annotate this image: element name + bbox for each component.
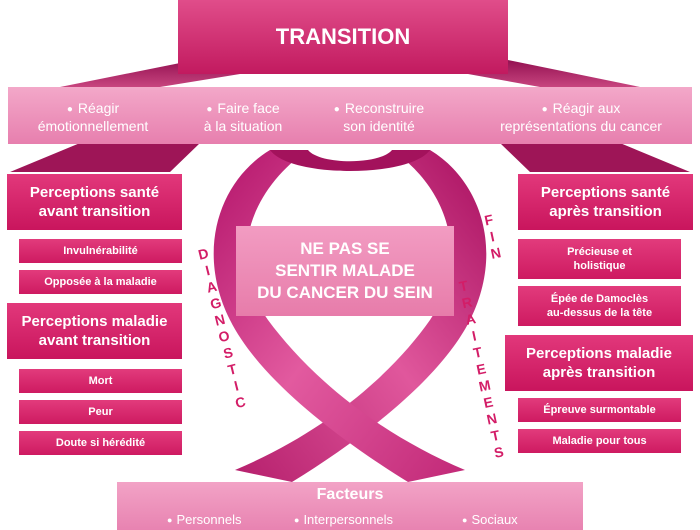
right-illness-item: Maladie pour tous [518, 429, 681, 453]
funnel-right [468, 58, 640, 87]
bullet-icon: ● [206, 104, 213, 115]
funnel-band-right [500, 143, 690, 172]
left-illness-item: Peur [19, 400, 182, 424]
title-box: TRANSITION [178, 0, 508, 74]
reaction-item: ●Réagir émotionnellement [37, 100, 149, 134]
bullet-icon: ● [462, 515, 468, 525]
right-illness-item: Épreuve surmontable [518, 398, 681, 422]
bullet-icon: ● [333, 104, 340, 115]
reaction-item: ●Reconstruire son identité [333, 100, 425, 134]
factor-item: ●Interpersonnels [294, 512, 394, 527]
reactions-band: ●Réagir émotionnellement ●Faire face à l… [8, 87, 692, 144]
factor-item: ●Sociaux [462, 512, 518, 527]
bullet-icon: ● [66, 104, 73, 115]
bullet-icon: ● [167, 515, 173, 525]
left-illness-item: Doute si hérédité [19, 431, 182, 455]
reaction-item: ●Faire face à la situation [203, 100, 283, 134]
reaction-item: ●Réagir aux représentations du cancer [500, 100, 662, 134]
bullet-icon: ● [541, 104, 548, 115]
factors-title: Facteurs [316, 486, 384, 503]
left-health-item: Invulnérabilité [19, 239, 182, 263]
factor-item: ●Personnels [167, 512, 242, 527]
ribbon-strand-front [213, 150, 465, 482]
bullet-icon: ● [294, 515, 300, 525]
left-health-item: Opposée à la maladie [19, 270, 182, 294]
ribbon-loop [270, 150, 430, 171]
left-illness-item: Mort [19, 369, 182, 393]
factors-box: Facteurs ●Personnels ●Interpersonnels ●S… [117, 482, 583, 530]
title-text: TRANSITION [275, 24, 411, 49]
funnel-band-left [10, 143, 200, 172]
